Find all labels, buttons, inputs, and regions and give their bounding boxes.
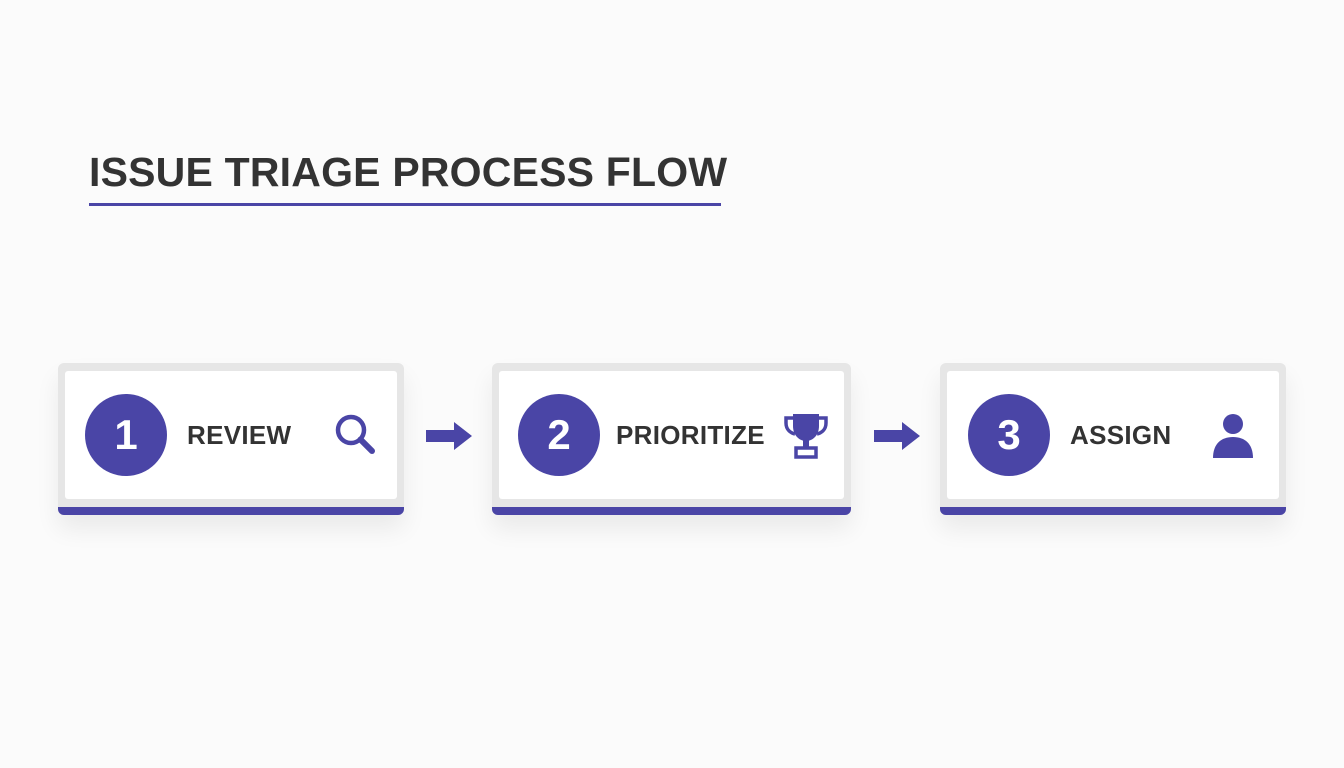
step-card: 2 PRIORITIZE xyxy=(499,371,844,499)
step-card: 3 ASSIGN xyxy=(947,371,1279,499)
title-block: ISSUE TRIAGE PROCESS FLOW xyxy=(89,146,728,206)
page-title: ISSUE TRIAGE PROCESS FLOW xyxy=(89,149,728,195)
title-underline xyxy=(89,203,721,206)
right-arrow-icon xyxy=(426,422,472,450)
step-label: PRIORITIZE xyxy=(616,419,765,450)
right-arrow-icon xyxy=(874,422,920,450)
step-number-badge: 1 xyxy=(85,394,167,476)
step-number-badge: 3 xyxy=(968,394,1050,476)
step-label: REVIEW xyxy=(187,419,292,450)
magnifier-icon xyxy=(331,410,381,460)
step-card: 1 REVIEW xyxy=(65,371,397,499)
step-review: 1 REVIEW xyxy=(58,363,404,515)
step-label: ASSIGN xyxy=(1070,419,1172,450)
step-assign: 3 ASSIGN xyxy=(940,363,1286,515)
step-prioritize: 2 PRIORITIZE xyxy=(492,363,851,515)
step-accent-bar xyxy=(940,507,1286,515)
step-accent-bar xyxy=(492,507,851,515)
trophy-icon xyxy=(782,410,830,460)
step-number-badge: 2 xyxy=(518,394,600,476)
step-accent-bar xyxy=(58,507,404,515)
user-icon xyxy=(1209,410,1257,460)
